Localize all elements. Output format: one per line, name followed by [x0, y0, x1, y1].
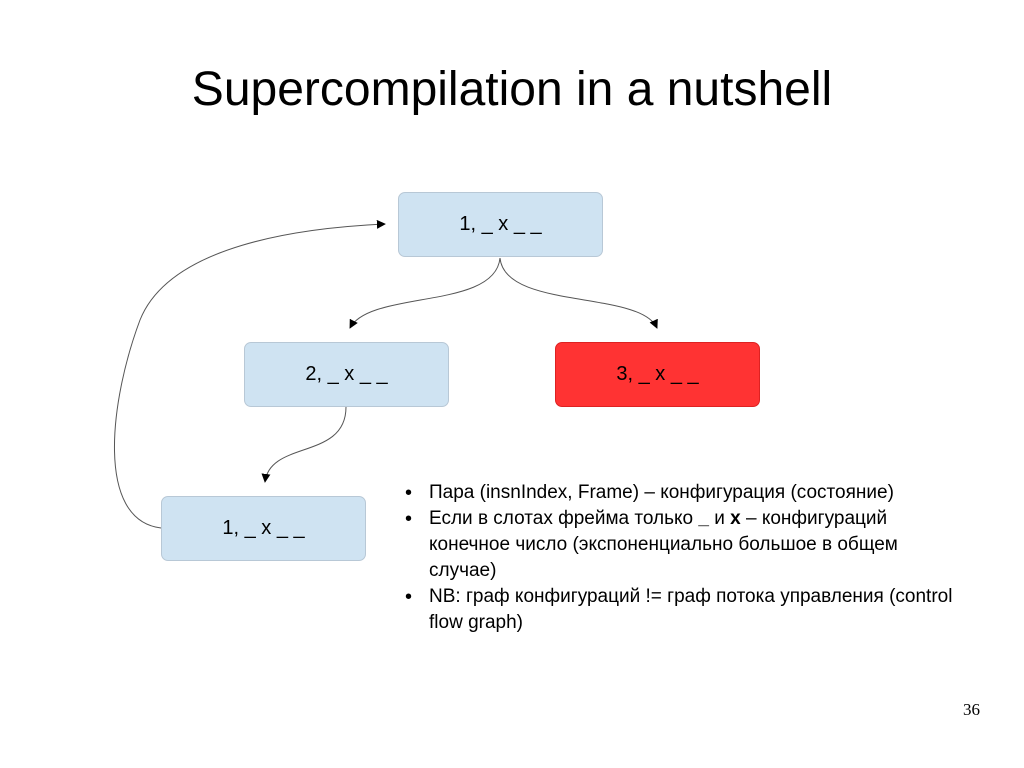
node-n3: 3, _ x _ _: [555, 342, 760, 407]
edge-n4-n1: [113, 219, 386, 529]
notes-list: Пара (insnIndex, Frame) – конфигурация (…: [405, 480, 965, 636]
page-number: 36: [963, 700, 980, 719]
edge-n2-n4: [261, 406, 347, 483]
note-item: Если в слотах фрейма только _ и x – конф…: [405, 506, 965, 584]
note-item: NB: граф конфигураций != граф потока упр…: [405, 584, 965, 636]
node-n1: 1, _ x _ _: [398, 192, 603, 257]
slide-title: Supercompilation in a nutshell: [191, 63, 833, 116]
edge-n1-n3: [499, 257, 658, 329]
node-n4: 1, _ x _ _: [161, 496, 366, 561]
edge-n1-n2: [349, 257, 501, 329]
note-item: Пара (insnIndex, Frame) – конфигурация (…: [405, 480, 965, 506]
node-n2: 2, _ x _ _: [244, 342, 449, 407]
